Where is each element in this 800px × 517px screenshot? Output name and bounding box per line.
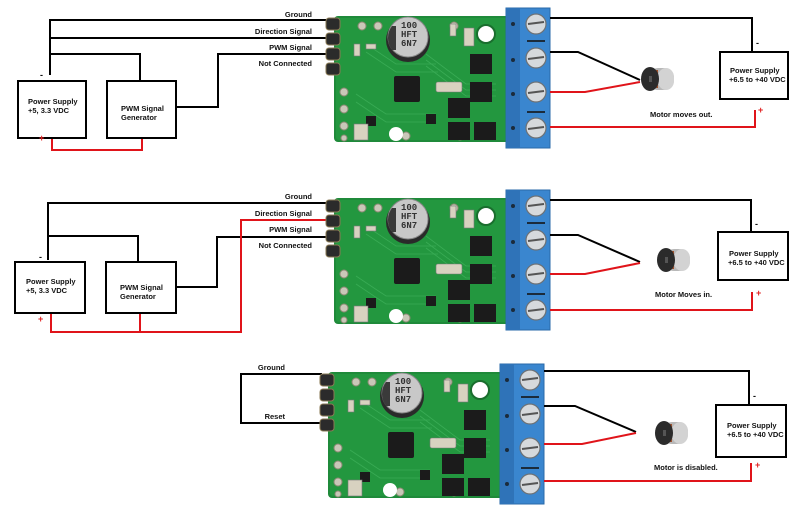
- plus-sign: +: [38, 314, 43, 324]
- logic-power-supply-box: [14, 261, 86, 314]
- pwm-generator-label-2: Generator: [121, 113, 157, 122]
- minus-sign: -: [755, 219, 758, 229]
- pwm-generator-label: PWM Signal: [121, 104, 164, 113]
- capacitor-marking-1: 100: [401, 203, 417, 213]
- logic-supply-voltage: +5, 3.3 VDC: [28, 106, 70, 115]
- pin-label-reset: Reset: [265, 412, 286, 421]
- minus-sign: -: [39, 252, 42, 262]
- motor-supply-voltage: +6.5 to +40 VDC: [729, 75, 786, 84]
- motor-caption: Motor is disabled.: [654, 463, 718, 472]
- motor-power-supply-box: [717, 231, 789, 281]
- capacitor-marking-2: HFT: [395, 386, 412, 396]
- panel-motor-moves-out: Power Supply +5, 3.3 VDC PWM Signal Gene…: [17, 7, 789, 151]
- plus-sign: +: [756, 288, 761, 298]
- capacitor-marking-3: 6N7: [395, 395, 411, 405]
- motor-supply-voltage: +6.5 to +40 VDC: [728, 258, 785, 267]
- capacitor-marking-3: 6N7: [401, 221, 417, 231]
- pin-label-pwm: PWM Signal: [269, 225, 312, 234]
- motor-supply-label: Power Supply: [727, 421, 777, 430]
- logic-supply-voltage: +5, 3.3 VDC: [26, 286, 68, 295]
- motor-icon: [657, 248, 690, 272]
- motor-power-supply-box: [715, 404, 787, 458]
- capacitor-marking-1: 100: [401, 21, 417, 31]
- pin-label-pwm: PWM Signal: [269, 43, 312, 52]
- minus-sign: -: [756, 38, 759, 48]
- motor-controller-board: [325, 7, 551, 149]
- logic-power-supply-box: [17, 80, 87, 139]
- motor-icon: [641, 67, 674, 91]
- motor-controller-board: [325, 189, 551, 331]
- minus-sign: -: [40, 70, 43, 80]
- pin-label-ground: Ground: [285, 192, 312, 201]
- pin-label-not-connected: Not Connected: [259, 59, 313, 68]
- plus-sign: +: [755, 460, 760, 470]
- motor-power-supply-box: [719, 51, 789, 100]
- pin-label-not-connected: Not Connected: [259, 241, 313, 250]
- motor-controller-board: [319, 363, 545, 505]
- plus-sign: +: [758, 105, 763, 115]
- pin-label-direction: Direction Signal: [255, 27, 312, 36]
- logic-supply-label: Power Supply: [28, 97, 78, 106]
- motor-caption: Motor Moves in.: [655, 290, 712, 299]
- capacitor-marking-2: HFT: [401, 30, 418, 40]
- panel-motor-disabled: Ground Reset 100 HFT 6N7 Motor is disabl…: [240, 363, 787, 505]
- motor-caption: Motor moves out.: [650, 110, 713, 119]
- pwm-generator-label: PWM Signal: [120, 283, 163, 292]
- capacitor-marking-3: 6N7: [401, 39, 417, 49]
- pin-label-direction: Direction Signal: [255, 209, 312, 218]
- pwm-generator-box: [106, 80, 177, 139]
- pwm-generator-box: [105, 261, 177, 314]
- pin-label-ground: Ground: [285, 10, 312, 19]
- pin-label-ground: Ground: [258, 363, 285, 372]
- motor-supply-label: Power Supply: [729, 249, 779, 258]
- pwm-generator-label-2: Generator: [120, 292, 156, 301]
- plus-sign: +: [39, 133, 44, 143]
- motor-supply-voltage: +6.5 to +40 VDC: [727, 430, 784, 439]
- motor-supply-label: Power Supply: [730, 66, 780, 75]
- logic-supply-label: Power Supply: [26, 277, 76, 286]
- motor-icon: [655, 421, 688, 445]
- panel-motor-moves-in: Power Supply +5, 3.3 VDC PWM Signal Gene…: [14, 189, 789, 333]
- capacitor-marking-2: HFT: [401, 212, 418, 222]
- capacitor-marking-1: 100: [395, 377, 411, 387]
- minus-sign: -: [753, 391, 756, 401]
